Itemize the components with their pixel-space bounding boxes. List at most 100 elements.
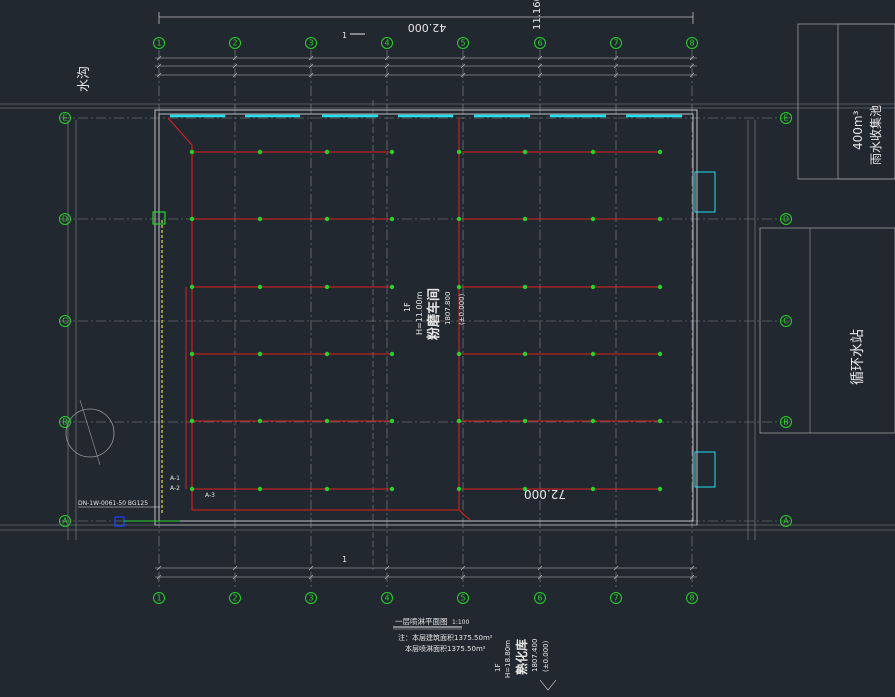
sprinkler-head[interactable] [590, 351, 596, 357]
axis-bottom-3[interactable]: 3 [305, 592, 317, 604]
axis-top-4[interactable]: 4 [381, 37, 393, 49]
sprinkler-head[interactable] [657, 486, 663, 492]
axis-bubbles-bottom: 1 2 3 4 5 6 7 8 [153, 592, 698, 604]
sprinkler-head[interactable] [456, 216, 462, 222]
axis-bottom-4[interactable]: 4 [381, 592, 393, 604]
bottom-building-label: 1F H=18.80m 熟化库 1807.400 (±0.000) [494, 639, 557, 691]
sprinkler-head[interactable] [324, 149, 330, 155]
axis-bottom-6[interactable]: 6 [534, 592, 546, 604]
sprinkler-head[interactable] [456, 284, 462, 290]
note-line-1: 注：本层建筑面积1375.50m² [398, 633, 493, 642]
axis-top-1[interactable]: 1 [153, 37, 165, 49]
axis-right-B[interactable]: B [780, 416, 792, 428]
axis-bottom-2[interactable]: 2 [229, 592, 241, 604]
sprinkler-head[interactable] [456, 149, 462, 155]
alarm-valve[interactable] [152, 211, 166, 225]
sprinkler-head[interactable] [657, 216, 663, 222]
sheet-title: 一层喷淋平面图 [395, 616, 448, 626]
sprinkler-head[interactable] [257, 418, 263, 424]
axis-top-5[interactable]: 5 [457, 37, 469, 49]
sprinkler-head[interactable] [257, 149, 263, 155]
axis-left-D[interactable]: D [59, 213, 71, 225]
sprinkler-head[interactable] [257, 486, 263, 492]
axis-right-A[interactable]: A [780, 515, 792, 527]
sprinkler-head[interactable] [590, 284, 596, 290]
sprinkler-head[interactable] [522, 284, 528, 290]
circulating-water-label: 循环水站 [850, 329, 866, 385]
note-line-2: 本层喷淋面积1375.50m² [405, 644, 486, 653]
room-label: 1F H=11.00m 粉磨车间 1807.800 (±0.000) [403, 288, 466, 340]
bottom-bldg-height: H=18.80m [504, 640, 512, 678]
sprinkler-head[interactable] [389, 418, 395, 424]
svg-text:4: 4 [384, 594, 389, 603]
label-a3: A-3 [205, 492, 215, 499]
sprinkler-head[interactable] [389, 216, 395, 222]
sprinkler-head[interactable] [324, 418, 330, 424]
svg-text:3: 3 [308, 594, 313, 603]
top-elevation-text: 11.160 [532, 0, 543, 30]
sprinkler-head[interactable] [657, 149, 663, 155]
axis-bubbles-right: E D C B A [780, 112, 792, 527]
sprinkler-head[interactable] [324, 216, 330, 222]
svg-text:C: C [62, 317, 68, 326]
sprinkler-head[interactable] [522, 216, 528, 222]
sprinkler-head[interactable] [257, 216, 263, 222]
axis-bottom-5[interactable]: 5 [457, 592, 469, 604]
sprinkler-head[interactable] [657, 284, 663, 290]
top-overall-dim-text: 42.000 [408, 21, 447, 34]
sprinkler-head[interactable] [590, 216, 596, 222]
sprinkler-head[interactable] [590, 486, 596, 492]
svg-text:E: E [783, 114, 788, 123]
sprinkler-head[interactable] [522, 351, 528, 357]
axis-right-E[interactable]: E [780, 112, 792, 124]
bottom-bldg-name: 熟化库 [514, 639, 529, 675]
sprinkler-head[interactable] [389, 284, 395, 290]
sprinkler-head[interactable] [189, 351, 195, 357]
sprinkler-head[interactable] [389, 486, 395, 492]
sprinkler-head[interactable] [324, 486, 330, 492]
svg-text:E: E [62, 114, 67, 123]
sprinkler-head[interactable] [189, 216, 195, 222]
axis-left-A[interactable]: A [59, 515, 71, 527]
sprinkler-head[interactable] [657, 351, 663, 357]
axis-top-6[interactable]: 6 [534, 37, 546, 49]
sprinkler-head[interactable] [389, 149, 395, 155]
axis-top-7[interactable]: 7 [610, 37, 622, 49]
sprinkler-head[interactable] [522, 418, 528, 424]
axis-left-B[interactable]: B [59, 416, 71, 428]
pool-label-area: 400m³ [851, 110, 865, 150]
axis-right-C[interactable]: C [780, 315, 792, 327]
axis-top-3[interactable]: 3 [305, 37, 317, 49]
sheet-scale: 1:100 [452, 619, 469, 626]
axis-bottom-1[interactable]: 1 [153, 592, 165, 604]
sprinkler-head[interactable] [657, 418, 663, 424]
sprinkler-head[interactable] [189, 149, 195, 155]
sprinkler-head[interactable] [456, 486, 462, 492]
sprinkler-head[interactable] [324, 284, 330, 290]
sprinkler-head[interactable] [590, 418, 596, 424]
sprinkler-head[interactable] [456, 351, 462, 357]
axis-right-D[interactable]: D [780, 213, 792, 225]
sprinkler-head[interactable] [257, 284, 263, 290]
sprinkler-head[interactable] [456, 418, 462, 424]
sprinkler-head[interactable] [522, 149, 528, 155]
sprinkler-head[interactable] [590, 149, 596, 155]
sprinkler-head[interactable] [189, 284, 195, 290]
main-pipe-left [167, 117, 459, 511]
svg-text:8: 8 [689, 39, 694, 48]
sprinkler-head[interactable] [389, 351, 395, 357]
axis-left-C[interactable]: C [59, 315, 71, 327]
sprinkler-head[interactable] [189, 418, 195, 424]
sprinkler-heads [189, 149, 663, 492]
axis-top-8[interactable]: 8 [686, 37, 698, 49]
axis-left-E[interactable]: E [59, 112, 71, 124]
axis-bottom-7[interactable]: 7 [610, 592, 622, 604]
sprinkler-head[interactable] [522, 486, 528, 492]
axis-bottom-8[interactable]: 8 [686, 592, 698, 604]
sprinkler-head[interactable] [324, 351, 330, 357]
sprinkler-head[interactable] [189, 486, 195, 492]
axis-top-2[interactable]: 2 [229, 37, 241, 49]
label-a2: A-2 [170, 485, 180, 492]
sprinkler-head[interactable] [257, 351, 263, 357]
